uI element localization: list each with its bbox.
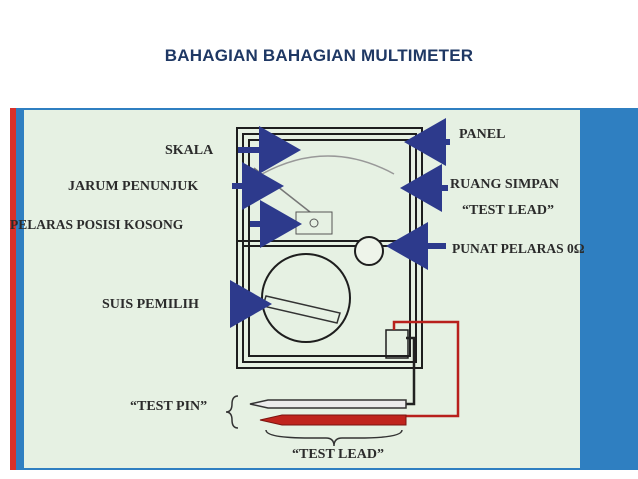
- label-skala: SKALA: [165, 143, 214, 158]
- multimeter-poster-photo: SKALA JARUM PENUNJUK PELARAS POSISI KOSO…: [10, 108, 638, 470]
- label-jarum-penunjuk: JARUM PENUNJUK: [68, 179, 198, 194]
- label-pelaras-posisi-kosong: PELARAS POSISI KOSONG: [10, 217, 184, 232]
- arrow-group-left: [230, 126, 302, 328]
- black-lead-wire: [404, 336, 416, 406]
- label-panel: PANEL: [459, 127, 505, 142]
- arrow-group-right: [386, 118, 450, 270]
- storage-compartment: [385, 329, 409, 359]
- red-test-probe: [259, 414, 407, 426]
- multimeter-diagram: SKALA JARUM PENUNJUK PELARAS POSISI KOSO…: [10, 108, 638, 470]
- label-test-pin: “TEST PIN”: [130, 399, 207, 414]
- label-test-lead-right: “TEST LEAD”: [462, 203, 554, 218]
- poster-background: [24, 110, 580, 468]
- zero-adjust-screw: [309, 218, 319, 228]
- black-test-probe: [249, 399, 407, 409]
- slide-title: BAHAGIAN BAHAGIAN MULTIMETER: [164, 46, 474, 65]
- ohm-adjust-knob: [354, 236, 384, 266]
- label-test-lead-bottom: “TEST LEAD”: [292, 447, 384, 462]
- label-punat-pelaras: PUNAT PELARAS 0Ω: [452, 241, 585, 256]
- label-ruang-simpan: RUANG SIMPAN: [450, 177, 559, 192]
- test-lead-brace: [265, 429, 403, 447]
- test-pin-brace: [225, 395, 239, 429]
- label-suis-pemilih: SUIS PEMILIH: [102, 297, 199, 312]
- red-lead-wire: [392, 320, 460, 418]
- frame-red-edge: [10, 108, 16, 470]
